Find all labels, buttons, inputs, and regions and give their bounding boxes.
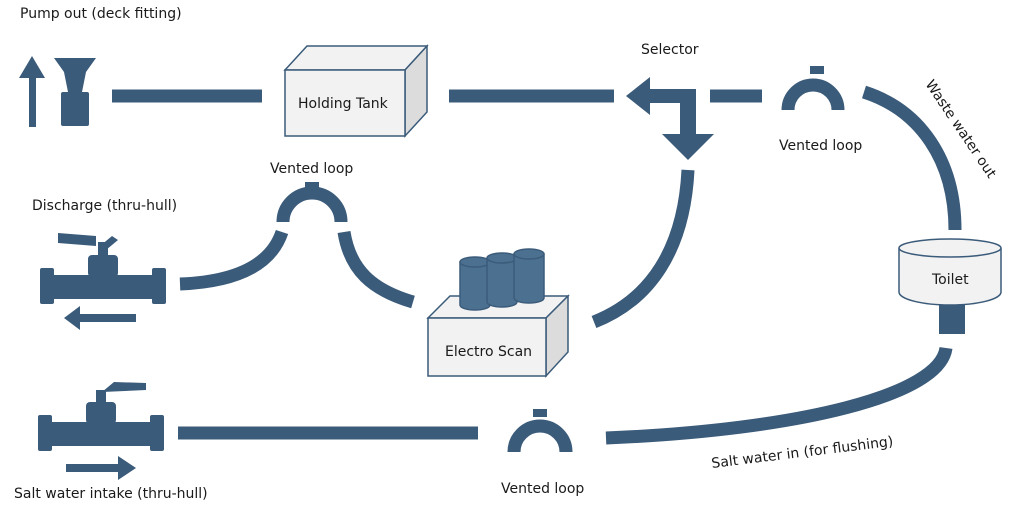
electro-scan-label: Electro Scan [445, 344, 532, 360]
vented-loop-bottom-icon [507, 409, 573, 453]
waste-water-out-label: Waste water out [922, 77, 1000, 181]
pipes [112, 85, 962, 445]
holding-tank-box [283, 44, 429, 138]
pipe-selector-to-electroscan [591, 169, 695, 329]
selector-label: Selector [641, 42, 699, 58]
discharge-valve-icon [40, 233, 166, 330]
pipe-electroscan-to-loop [337, 230, 415, 309]
electro-scan-cylinders [459, 248, 545, 311]
holding-tank-label: Holding Tank [298, 96, 389, 112]
pump-out-label: Pump out (deck fitting) [20, 6, 182, 22]
selector-valve-icon [626, 77, 714, 160]
pipe-loop-to-toilet [861, 85, 962, 231]
vented-loop-top-icon [781, 66, 845, 111]
intake-valve-icon [38, 382, 164, 480]
salt-water-in-label: Salt water in (for flushing) [711, 434, 895, 472]
toilet-icon [898, 238, 1002, 334]
discharge-label: Discharge (thru-hull) [32, 198, 177, 214]
pipe-loop-to-discharge [179, 229, 289, 291]
pump-out-icon [19, 56, 96, 127]
toilet-label: Toilet [931, 272, 969, 288]
pipe-loop-to-toilet-flush [605, 346, 953, 445]
vented-loop-mid-label: Vented loop [270, 161, 353, 177]
vented-loop-bottom-label: Vented loop [501, 481, 584, 497]
vented-loop-mid-icon [276, 182, 348, 223]
vented-loop-top-label: Vented loop [779, 138, 862, 154]
electro-scan-box [426, 248, 570, 378]
salt-water-intake-label: Salt water intake (thru-hull) [14, 486, 208, 502]
